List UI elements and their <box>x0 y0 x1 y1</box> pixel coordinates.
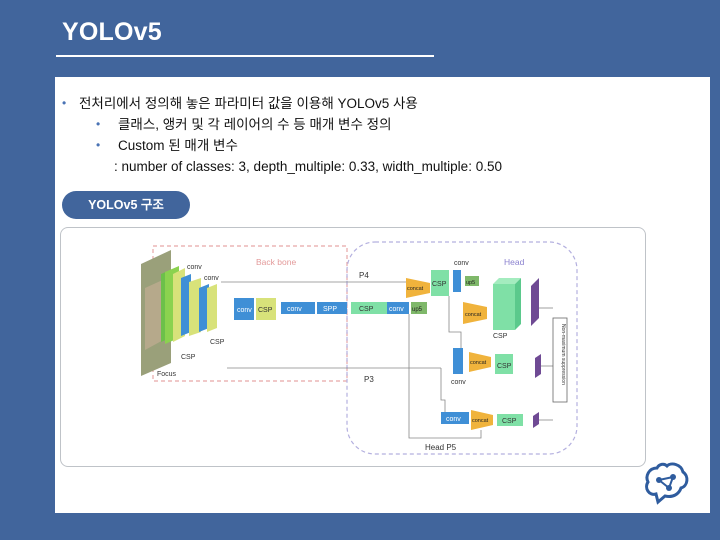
bullet-list: • 전처리에서 정의해 놓은 파라미터 값을 이용해 YOLOv5 사용 • 클… <box>62 93 502 177</box>
conv-label: conv <box>454 260 469 267</box>
conv-label: conv <box>451 379 466 386</box>
conv-block <box>281 302 315 314</box>
concat-block <box>406 278 430 298</box>
conv-block <box>234 298 254 320</box>
bullet-dot: • <box>96 117 101 131</box>
csp-block-label: CSP <box>359 306 374 313</box>
backbone-label: Back bone <box>256 257 296 267</box>
csp-slab <box>189 278 201 336</box>
bullet-item: • Custom 된 매개 변수 <box>62 135 502 156</box>
conv-block <box>387 302 409 314</box>
p3-label: P3 <box>364 375 374 384</box>
head-label: Head <box>504 257 525 267</box>
bullet-dot: • <box>62 96 67 110</box>
conv-block-label: conv <box>237 307 252 314</box>
concat-block <box>469 352 491 372</box>
concat-label: concat <box>407 286 424 292</box>
csp-slab <box>207 284 217 332</box>
upsample-label: up5 <box>412 307 423 313</box>
concat-label: concat <box>465 312 482 318</box>
bullet-text: 전처리에서 정의해 놓은 파라미터 값을 이용해 YOLOv5 사용 <box>79 96 418 111</box>
upsample-block <box>465 276 479 286</box>
csp-block <box>431 270 449 296</box>
connector <box>448 296 462 348</box>
csp-block-top <box>493 278 521 284</box>
spp-block-label: SPP <box>323 306 337 313</box>
conv-block-label: conv <box>389 306 404 313</box>
output-p5 <box>531 278 539 326</box>
csp-label: CSP <box>210 339 225 346</box>
concat-label: concat <box>472 418 489 424</box>
bullet-item: • 클래스, 앵커 및 각 레이어의 수 등 매개 변수 정의 <box>62 114 502 135</box>
focus-label: Focus <box>157 371 177 378</box>
output-p4 <box>535 354 541 378</box>
conv-label: conv <box>204 275 219 282</box>
upsample-label: up5 <box>466 280 475 286</box>
conv-label: conv <box>187 264 202 271</box>
csp-block <box>495 354 513 374</box>
connector <box>440 368 446 412</box>
conv-block <box>441 412 469 424</box>
csp-block-side <box>515 278 521 330</box>
section-pill: YOLOv5 구조 <box>62 191 190 219</box>
conv-slab <box>199 284 209 332</box>
csp-block <box>493 284 515 330</box>
csp-block <box>351 302 387 314</box>
bullet-text: Custom 된 매개 변수 <box>118 138 238 153</box>
upsample-block <box>411 302 427 314</box>
conv-slab <box>181 274 191 336</box>
title-underline <box>56 55 434 57</box>
conv-block <box>453 270 461 292</box>
bullet-dot: • <box>96 138 101 152</box>
bullet-item: : number of classes: 3, depth_multiple: … <box>62 156 502 177</box>
output-p3 <box>533 412 539 428</box>
csp-block <box>256 298 276 320</box>
bullet-text: : number of classes: 3, depth_multiple: … <box>114 159 502 174</box>
nms-box <box>552 317 568 403</box>
diagram-svg: Back bone Head conv conv CSP CSP Focus c… <box>141 241 578 455</box>
csp-block-label: CSP <box>497 363 512 370</box>
csp-block-label: CSP <box>258 307 273 314</box>
head-p5-label: Head P5 <box>425 443 457 452</box>
csp-label: CSP <box>493 333 508 340</box>
p4-label: P4 <box>359 271 369 280</box>
conv-block-label: conv <box>446 416 461 423</box>
spp-block <box>317 302 347 314</box>
head-region <box>346 241 578 455</box>
architecture-diagram: Back bone Head conv conv CSP CSP Focus c… <box>60 227 646 467</box>
conv-block-label: conv <box>287 306 302 313</box>
concat-label: concat <box>470 360 487 366</box>
nms-label: Non-maximum suppression <box>560 324 566 385</box>
csp-block-label: CSP <box>502 418 517 425</box>
bullet-text: 클래스, 앵커 및 각 레이어의 수 등 매개 변수 정의 <box>118 117 392 132</box>
conv-block <box>453 348 463 374</box>
concat-block <box>463 302 487 324</box>
slide-title: YOLOv5 <box>62 18 162 46</box>
csp-block <box>497 414 523 426</box>
concat-block <box>471 410 493 430</box>
csp-label: CSP <box>181 354 196 361</box>
csp-block-label: CSP <box>432 281 447 288</box>
bullet-item: • 전처리에서 정의해 놓은 파라미터 값을 이용해 YOLOv5 사용 <box>62 93 502 114</box>
connector <box>408 314 482 439</box>
brain-network-icon <box>643 460 691 511</box>
